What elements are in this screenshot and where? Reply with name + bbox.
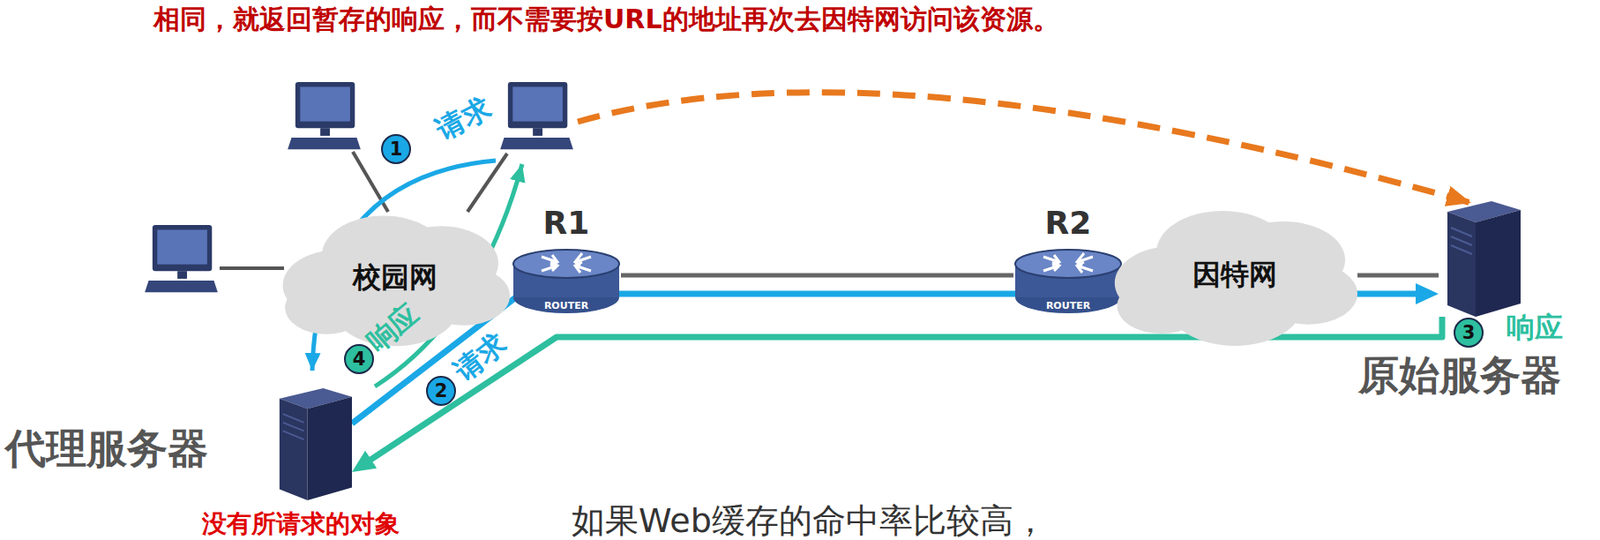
annotation-text: 请求 bbox=[446, 324, 516, 390]
callout-number: 1 bbox=[381, 134, 412, 165]
router-node: R1ROUTER bbox=[511, 247, 621, 315]
router-node: R2ROUTER bbox=[1013, 247, 1123, 315]
cloud-label: 因特网 bbox=[1192, 255, 1278, 295]
cloud-label: 校园网 bbox=[352, 258, 438, 298]
router-name: R1 bbox=[543, 204, 591, 241]
subtitle-caption: 如果Web缓存的命中率比较高， bbox=[571, 498, 1047, 540]
pc-link bbox=[219, 266, 285, 270]
callout-number: 4 bbox=[343, 343, 374, 374]
server-node: 原始服务器 bbox=[1438, 201, 1521, 317]
annotation-text: 响应 bbox=[1506, 308, 1563, 348]
router-caption: ROUTER bbox=[1046, 299, 1091, 312]
router-caption: ROUTER bbox=[544, 299, 589, 312]
pc-icon bbox=[287, 82, 361, 150]
server-name: 原始服务器 bbox=[1358, 348, 1562, 404]
connector-line bbox=[620, 273, 1014, 278]
server-shape bbox=[1438, 201, 1521, 317]
callout-number: 2 bbox=[426, 375, 457, 406]
server-shape bbox=[270, 388, 352, 501]
connector-line bbox=[1357, 273, 1439, 278]
annotation-text: 请求 bbox=[429, 89, 498, 150]
annotation-text: 没有所请求的对象 bbox=[201, 507, 400, 540]
pc-icon bbox=[144, 224, 218, 292]
annotation-text: 相同，就返回暂存的响应，而不需要按URL的地址再次去因特网访问该资源。 bbox=[153, 1, 1060, 38]
server-name: 代理服务器 bbox=[5, 421, 209, 477]
router-name: R2 bbox=[1045, 204, 1092, 241]
arrow-head bbox=[351, 465, 361, 472]
pc-icon bbox=[500, 82, 574, 150]
cloud-node: 因特网 bbox=[1112, 198, 1358, 352]
connector-line bbox=[360, 316, 1443, 466]
direct-access-arrow bbox=[577, 92, 1472, 203]
server-node: 代理服务器 bbox=[270, 388, 352, 501]
callout-number: 3 bbox=[1453, 317, 1484, 348]
arrow-head bbox=[1428, 293, 1439, 295]
